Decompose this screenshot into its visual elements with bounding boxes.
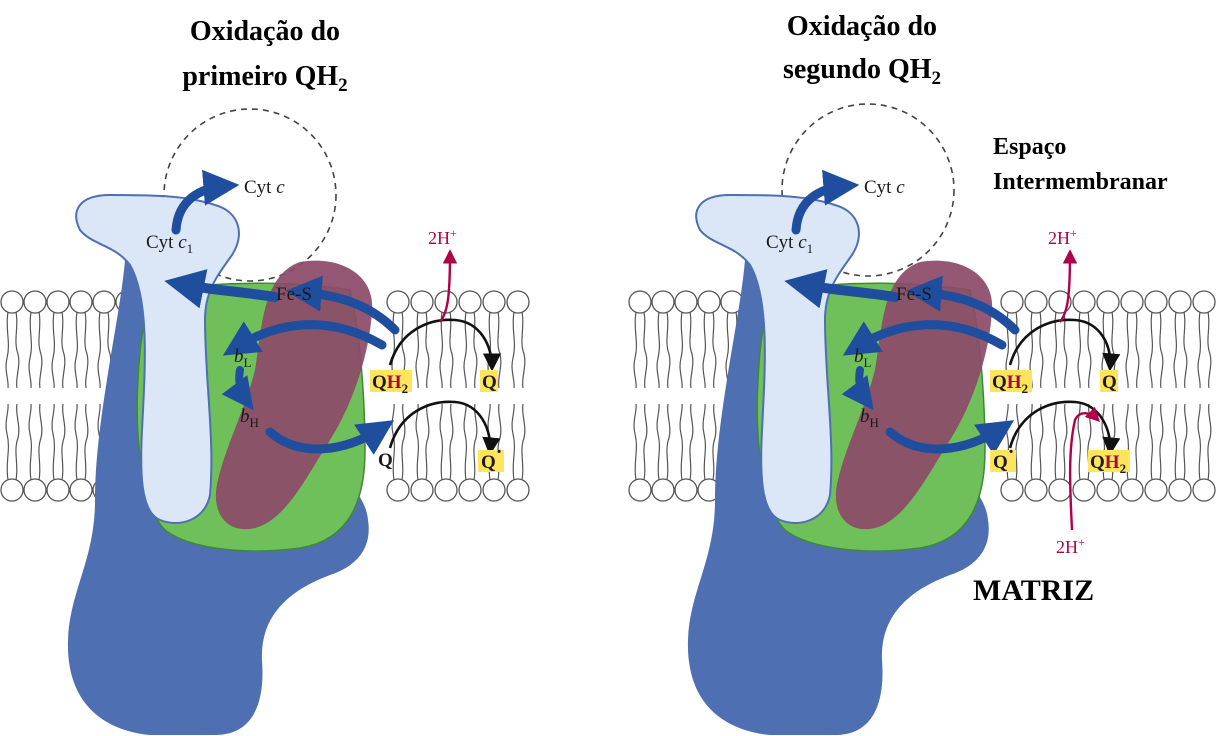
right-qh2-sub: 2 bbox=[1022, 381, 1029, 396]
left-title-line2-sub: 2 bbox=[338, 75, 348, 96]
right-bh-sub: H bbox=[870, 415, 879, 430]
q-oxidation-arrow-right bbox=[1010, 320, 1110, 368]
phospholipid-inner bbox=[1049, 404, 1071, 501]
left-title-line2-main: primeiro QH bbox=[182, 61, 338, 92]
phospholipid-inner bbox=[629, 404, 651, 501]
right-panel: Oxidação do segundo QH2 Espaço Intermemb… bbox=[629, 11, 1215, 735]
phospholipid-outer bbox=[1, 291, 23, 388]
phospholipid-outer bbox=[1193, 291, 1215, 388]
left-bh-sub: H bbox=[250, 415, 259, 430]
right-title-line2: segundo QH2 bbox=[783, 54, 941, 89]
left-q-top-label: Q bbox=[482, 372, 497, 393]
phospholipid-inner bbox=[47, 404, 69, 501]
phospholipid-outer bbox=[459, 291, 481, 388]
right-proton-top-label: 2H+ bbox=[1048, 226, 1077, 248]
left-bl-text: b bbox=[234, 346, 244, 367]
right-cyt-c-italic: c bbox=[896, 177, 905, 198]
phospholipid-outer bbox=[1121, 291, 1143, 388]
phospholipid-outer bbox=[1073, 291, 1095, 388]
right-bh-text: b bbox=[860, 406, 870, 427]
left-q-radical-dot: · bbox=[496, 441, 503, 463]
right-cyt-c1-text: Cyt bbox=[766, 232, 794, 253]
phospholipid-outer bbox=[47, 291, 69, 388]
right-qh2-bottom-sub: 2 bbox=[1120, 461, 1127, 476]
right-bl-sub: L bbox=[864, 355, 872, 370]
right-title-line1: Oxidação do bbox=[787, 11, 937, 42]
phospholipid-outer bbox=[411, 291, 433, 388]
right-qh2-h: H bbox=[1007, 372, 1022, 393]
left-proton-top-sup: + bbox=[450, 226, 457, 240]
phospholipid-inner bbox=[1, 404, 23, 501]
right-proton-bottom-text: 2H bbox=[1056, 537, 1078, 557]
left-proton-top-text: 2H bbox=[428, 228, 450, 248]
right-qh2-bottom-h: H bbox=[1105, 452, 1120, 473]
right-q-radical-q: Q bbox=[993, 452, 1008, 473]
left-qh2-q: Q bbox=[372, 372, 387, 393]
phospholipid-outer bbox=[629, 291, 651, 388]
left-panel: Oxidação do primeiro QH2 Cyt c Cyt c1 Fe… bbox=[1, 16, 529, 735]
left-title-line1: Oxidação do bbox=[190, 16, 340, 47]
phospholipid-inner bbox=[435, 404, 457, 501]
right-proton-bottom-label: 2H+ bbox=[1056, 535, 1085, 557]
right-qh2-q: Q bbox=[992, 372, 1007, 393]
right-title-line2-sub: 2 bbox=[932, 68, 942, 89]
right-proton-top-sup: + bbox=[1070, 226, 1077, 240]
right-qh2-bottom-q: Q bbox=[1090, 452, 1105, 473]
left-title-line2: primeiro QH2 bbox=[182, 61, 347, 96]
phospholipid-outer bbox=[652, 291, 674, 388]
label-intermembrane-line1: Espaço bbox=[993, 134, 1066, 160]
label-intermembrane-line2: Intermembranar bbox=[993, 169, 1168, 195]
phospholipid-outer bbox=[698, 291, 720, 388]
right-q-top-label: Q bbox=[1102, 372, 1117, 393]
left-q-radical-q: Q bbox=[481, 452, 496, 473]
left-qh2-h: H bbox=[387, 372, 402, 393]
q-reduction-arrow-right bbox=[1010, 402, 1110, 452]
left-proton-top-label: 2H+ bbox=[428, 226, 457, 248]
phospholipid-outer bbox=[507, 291, 529, 388]
left-cyt-c-label: Cyt c bbox=[244, 177, 285, 198]
left-cyt-c1-label: Cyt c1 bbox=[146, 232, 193, 256]
phospholipid-inner bbox=[411, 404, 433, 501]
left-q-bottom-label: Q bbox=[378, 450, 393, 471]
phospholipid-inner bbox=[24, 404, 46, 501]
right-fe-s-label: Fe-S bbox=[896, 284, 932, 305]
phospholipid-inner bbox=[1145, 404, 1167, 501]
phospholipid-outer bbox=[24, 291, 46, 388]
left-fe-s-label: Fe-S bbox=[276, 284, 312, 305]
right-title-line2-main: segundo QH bbox=[783, 54, 932, 85]
right-cyt-c1-label: Cyt c1 bbox=[766, 232, 813, 256]
right-q-radical-dot: · bbox=[1008, 441, 1015, 463]
right-proton-top-text: 2H bbox=[1048, 228, 1070, 248]
phospholipid-inner bbox=[652, 404, 674, 501]
phospholipid-outer bbox=[1145, 291, 1167, 388]
right-cyt-c-text: Cyt bbox=[864, 177, 892, 198]
phospholipid-inner bbox=[507, 404, 529, 501]
left-qh2-sub: 2 bbox=[402, 381, 409, 396]
label-matrix: MATRIZ bbox=[973, 574, 1094, 607]
left-bh-text: b bbox=[240, 406, 250, 427]
right-cyt-c1-sub: 1 bbox=[807, 241, 814, 256]
phospholipid-inner bbox=[1169, 404, 1191, 501]
phospholipid-inner bbox=[1193, 404, 1215, 501]
phospholipid-inner bbox=[675, 404, 697, 501]
phospholipid-outer bbox=[675, 291, 697, 388]
left-cyt-c-text: Cyt bbox=[244, 177, 272, 198]
phospholipid-outer bbox=[1169, 291, 1191, 388]
phospholipid-outer bbox=[70, 291, 92, 388]
right-proton-bottom-sup: + bbox=[1078, 535, 1085, 549]
left-cyt-c1-text: Cyt bbox=[146, 232, 174, 253]
right-bl-text: b bbox=[854, 346, 864, 367]
phospholipid-inner bbox=[70, 404, 92, 501]
phospholipid-inner bbox=[459, 404, 481, 501]
left-cyt-c1-sub: 1 bbox=[187, 241, 194, 256]
left-cyt-c-italic: c bbox=[276, 177, 285, 198]
left-bl-sub: L bbox=[244, 355, 252, 370]
right-cyt-c-label: Cyt c bbox=[864, 177, 905, 198]
